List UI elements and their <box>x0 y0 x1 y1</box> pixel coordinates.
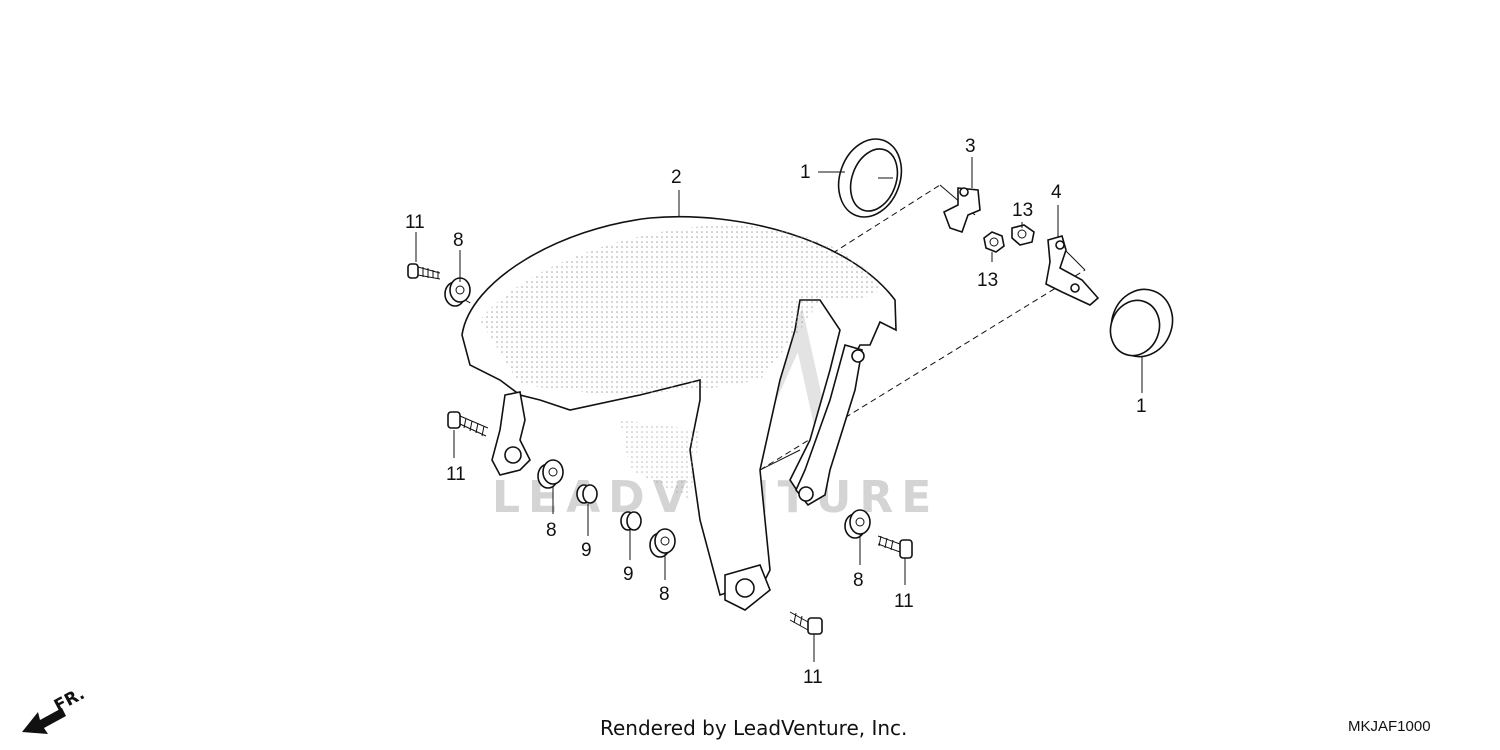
footer-credit: Rendered by LeadVenture, Inc. <box>600 716 908 740</box>
callout-4: 4 <box>1051 182 1062 203</box>
callout-13-lower: 13 <box>977 270 998 291</box>
front-fender[interactable] <box>461 215 897 611</box>
callout-8-top-left: 8 <box>453 230 464 251</box>
callout-13-upper: 13 <box>1012 200 1033 221</box>
bolt-11-mid-left[interactable] <box>447 411 489 437</box>
grommet-8-right[interactable] <box>844 509 871 539</box>
reflector-stay-3[interactable] <box>942 187 981 234</box>
front-arrow-icon <box>22 708 66 734</box>
collar-9a[interactable] <box>576 484 598 504</box>
nut-13b[interactable] <box>1011 224 1035 246</box>
bolt-11-right[interactable] <box>877 535 913 559</box>
callout-1-right: 1 <box>1136 396 1147 417</box>
bolt-11-top-left[interactable] <box>407 263 441 280</box>
callout-11-top-left: 11 <box>405 212 425 233</box>
reflector-stay-4[interactable] <box>1045 235 1100 306</box>
callout-9-b: 9 <box>623 564 634 585</box>
callout-2: 2 <box>671 167 682 188</box>
callout-11-mid-left: 11 <box>446 464 466 485</box>
front-direction-indicator: FR. <box>22 684 88 734</box>
grommet-8-lower[interactable] <box>649 528 676 558</box>
callout-3: 3 <box>965 136 976 157</box>
collar-9b[interactable] <box>620 511 642 531</box>
callout-numbers: 2 1 3 4 13 13 1 11 8 11 8 9 9 8 8 11 11 <box>405 136 1147 688</box>
diagram-code: MKJAF1000 <box>1348 718 1431 735</box>
nut-13a[interactable] <box>983 231 1005 253</box>
callout-8-right: 8 <box>853 570 864 591</box>
callout-11-right: 11 <box>894 591 914 612</box>
callout-9-a: 9 <box>581 540 592 561</box>
bolt-11-bottom[interactable] <box>789 611 823 635</box>
callout-11-bottom: 11 <box>803 667 823 688</box>
callout-8-mid: 8 <box>546 520 557 541</box>
grommet-8-mid[interactable] <box>537 459 564 489</box>
callout-8-lower: 8 <box>659 584 670 605</box>
reflector-top[interactable] <box>828 130 912 226</box>
leader-lines <box>415 157 1143 662</box>
grommet-8-top-left[interactable] <box>444 277 471 307</box>
callout-1-top: 1 <box>800 162 811 183</box>
reflector-right[interactable] <box>1102 281 1182 365</box>
